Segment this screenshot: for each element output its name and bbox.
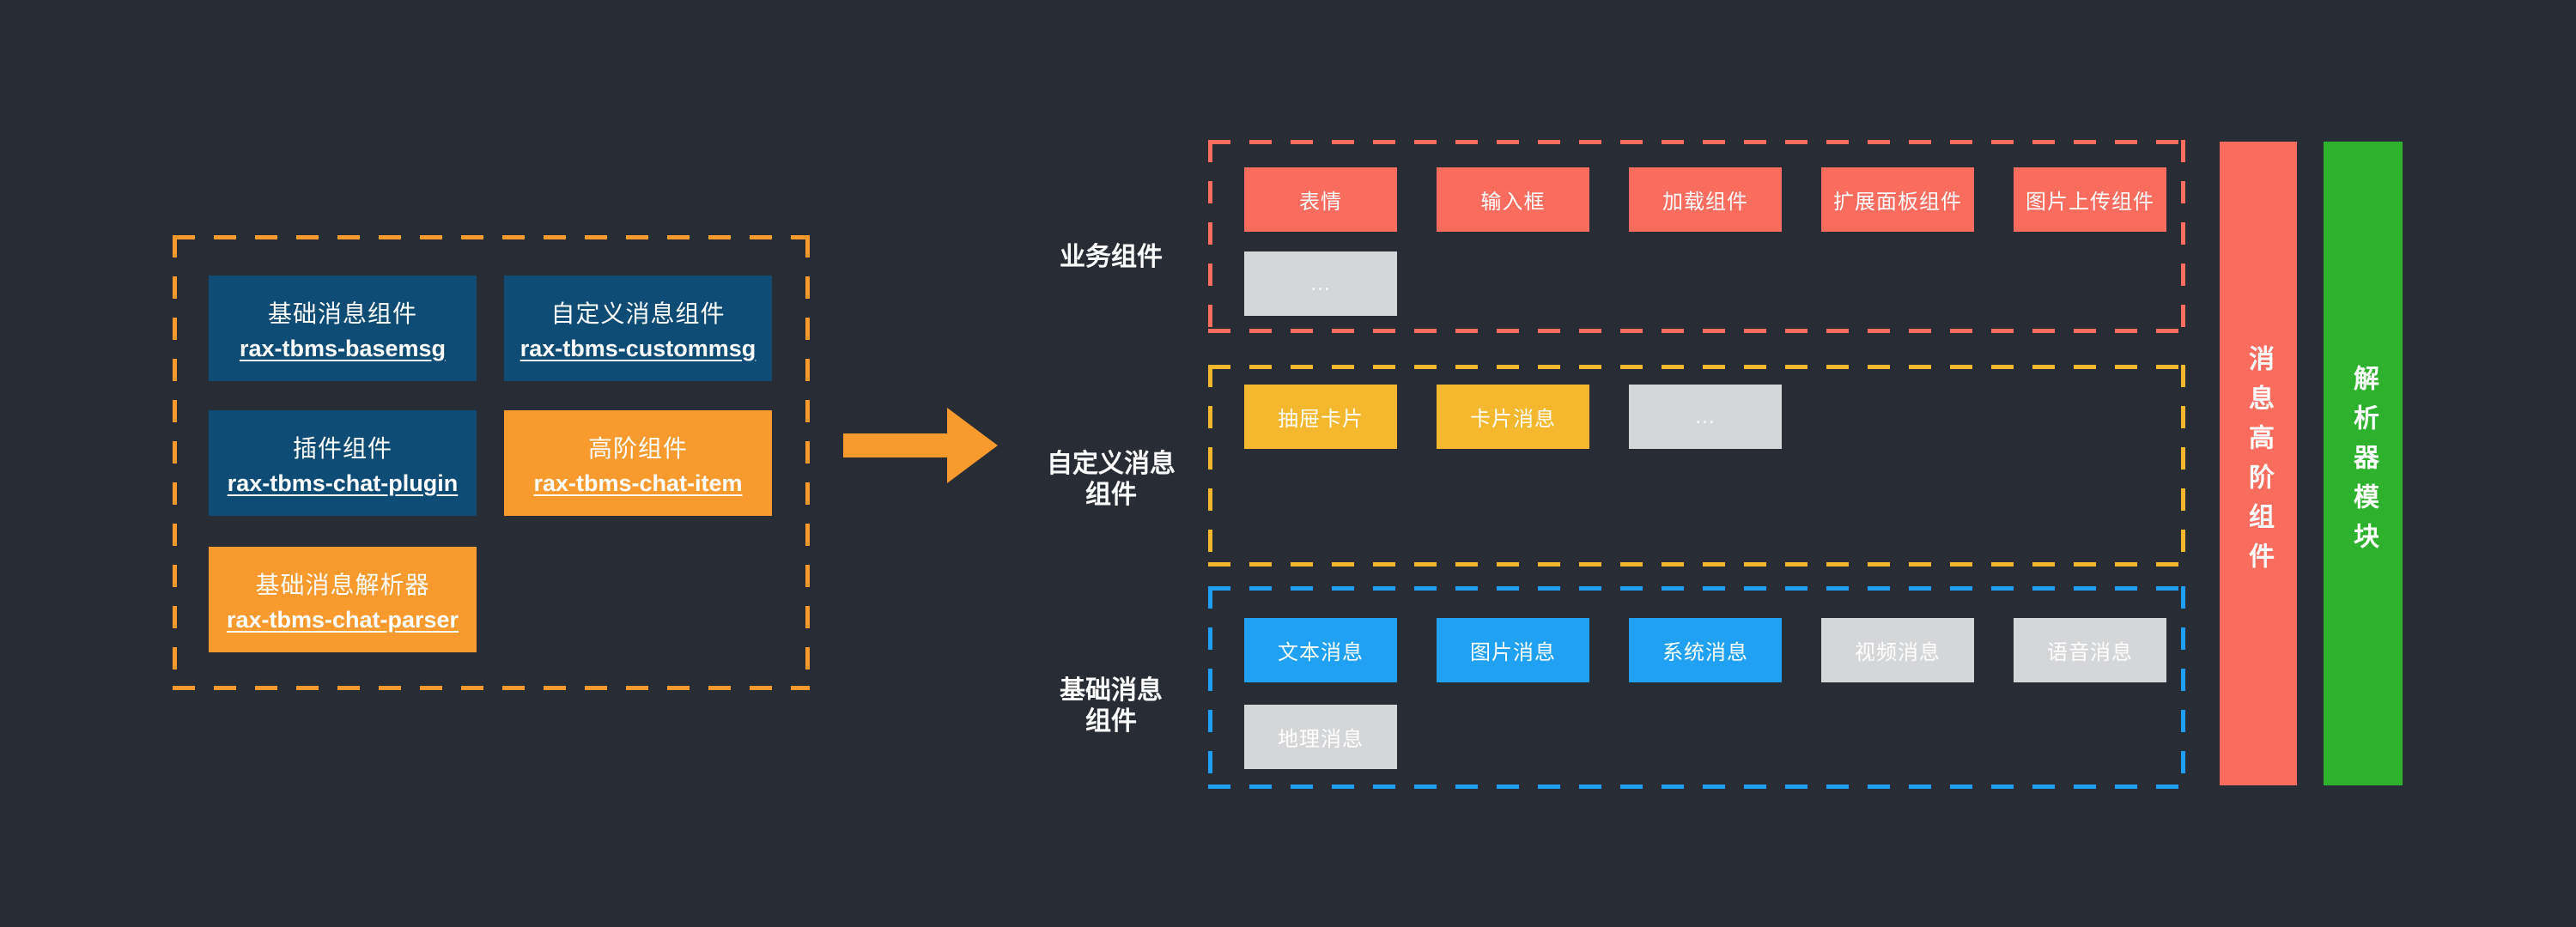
component-box-drawer-card: 抽屉卡片 bbox=[1244, 385, 1397, 449]
custom-message-components-group: 抽屉卡片 卡片消息 ... bbox=[1208, 365, 2185, 566]
dashed-border-left bbox=[1208, 586, 1212, 789]
component-box-input: 输入框 bbox=[1437, 167, 1589, 232]
component-box-image-message: 图片消息 bbox=[1437, 618, 1589, 682]
base-message-components-group: 文本消息 图片消息 系统消息 视频消息 语音消息 地理消息 bbox=[1208, 586, 2185, 789]
package-box-chat-parser: 基础消息解析器 rax-tbms-chat-parser bbox=[209, 547, 477, 652]
package-box-chat-item: 高阶组件 rax-tbms-chat-item bbox=[504, 410, 772, 516]
message-hoc-bar-label: 消息高阶组件 bbox=[2245, 345, 2273, 582]
component-box-expand-panel: 扩展面板组件 bbox=[1821, 167, 1974, 232]
component-box-card-message: 卡片消息 bbox=[1437, 385, 1589, 449]
dashed-border-bottom bbox=[173, 686, 810, 690]
dashed-border-left bbox=[173, 235, 177, 690]
dashed-border-top bbox=[1208, 365, 2185, 369]
dashed-border-top bbox=[1208, 586, 2185, 591]
dashed-border-bottom bbox=[1208, 785, 2185, 789]
component-box-system-message: 系统消息 bbox=[1629, 618, 1782, 682]
package-link[interactable]: rax-tbms-chat-item bbox=[533, 470, 743, 496]
component-box-emoji: 表情 bbox=[1244, 167, 1397, 232]
package-link[interactable]: rax-tbms-chat-plugin bbox=[227, 470, 459, 496]
component-box-video-message: 视频消息 bbox=[1821, 618, 1974, 682]
source-packages-panel: 基础消息组件 rax-tbms-basemsg 自定义消息组件 rax-tbms… bbox=[173, 235, 810, 690]
package-title: 插件组件 bbox=[292, 434, 392, 462]
component-box-text-message: 文本消息 bbox=[1244, 618, 1397, 682]
component-box-voice-message: 语音消息 bbox=[2014, 618, 2166, 682]
parser-module-bar: 解析器模块 bbox=[2324, 142, 2403, 785]
package-link[interactable]: rax-tbms-basemsg bbox=[239, 335, 447, 361]
dashed-border-right bbox=[2181, 140, 2185, 333]
message-hoc-bar: 消息高阶组件 bbox=[2220, 142, 2297, 785]
dashed-border-right bbox=[805, 235, 810, 690]
right-arrow-icon bbox=[843, 408, 998, 483]
dashed-border-left bbox=[1208, 365, 1212, 566]
package-title: 基础消息解析器 bbox=[255, 571, 430, 598]
dashed-border-bottom bbox=[1208, 562, 2185, 566]
package-title: 自定义消息组件 bbox=[550, 300, 726, 327]
group-label-base-message: 基础消息 组件 bbox=[1060, 676, 1163, 736]
package-box-chat-plugin: 插件组件 rax-tbms-chat-plugin bbox=[209, 410, 477, 516]
package-title: 基础消息组件 bbox=[267, 300, 417, 327]
component-box-more: ... bbox=[1629, 385, 1782, 449]
dashed-border-bottom bbox=[1208, 329, 2185, 333]
group-label-business: 业务组件 bbox=[1060, 242, 1163, 271]
dashed-border-left bbox=[1208, 140, 1212, 333]
dashed-border-top bbox=[1208, 140, 2185, 144]
business-components-group: 表情 输入框 加载组件 扩展面板组件 图片上传组件 ... bbox=[1208, 140, 2185, 333]
package-title: 高阶组件 bbox=[587, 434, 688, 462]
dashed-border-right bbox=[2181, 365, 2185, 566]
group-label-custom-message: 自定义消息 组件 bbox=[1047, 449, 1176, 509]
component-box-geo-message: 地理消息 bbox=[1244, 705, 1397, 769]
package-box-custommsg: 自定义消息组件 rax-tbms-custommsg bbox=[504, 276, 772, 381]
package-link[interactable]: rax-tbms-custommsg bbox=[519, 335, 756, 361]
package-box-basemsg: 基础消息组件 rax-tbms-basemsg bbox=[209, 276, 477, 381]
component-box-image-upload: 图片上传组件 bbox=[2014, 167, 2166, 232]
component-box-loading: 加载组件 bbox=[1629, 167, 1782, 232]
package-link[interactable]: rax-tbms-chat-parser bbox=[226, 606, 459, 633]
component-box-more: ... bbox=[1244, 251, 1397, 316]
dashed-border-right bbox=[2181, 586, 2185, 789]
dashed-border-top bbox=[173, 235, 810, 239]
parser-module-bar-label: 解析器模块 bbox=[2349, 365, 2378, 562]
